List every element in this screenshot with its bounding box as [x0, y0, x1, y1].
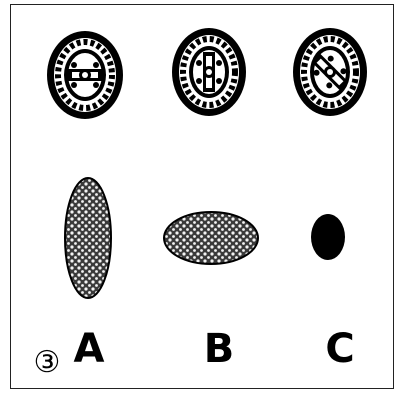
circled-number-marker: ③ — [34, 345, 61, 380]
ring-diagram-b — [172, 28, 246, 116]
ring-diagram-a — [47, 31, 123, 119]
label-c: C — [325, 326, 354, 372]
small-solid-oval — [311, 214, 345, 260]
elongated-horizontal-cell — [164, 212, 258, 264]
ring-diagram-c — [293, 28, 367, 116]
label-b: B — [204, 326, 235, 372]
label-a: A — [74, 326, 105, 372]
elongated-vertical-cell — [65, 178, 111, 298]
